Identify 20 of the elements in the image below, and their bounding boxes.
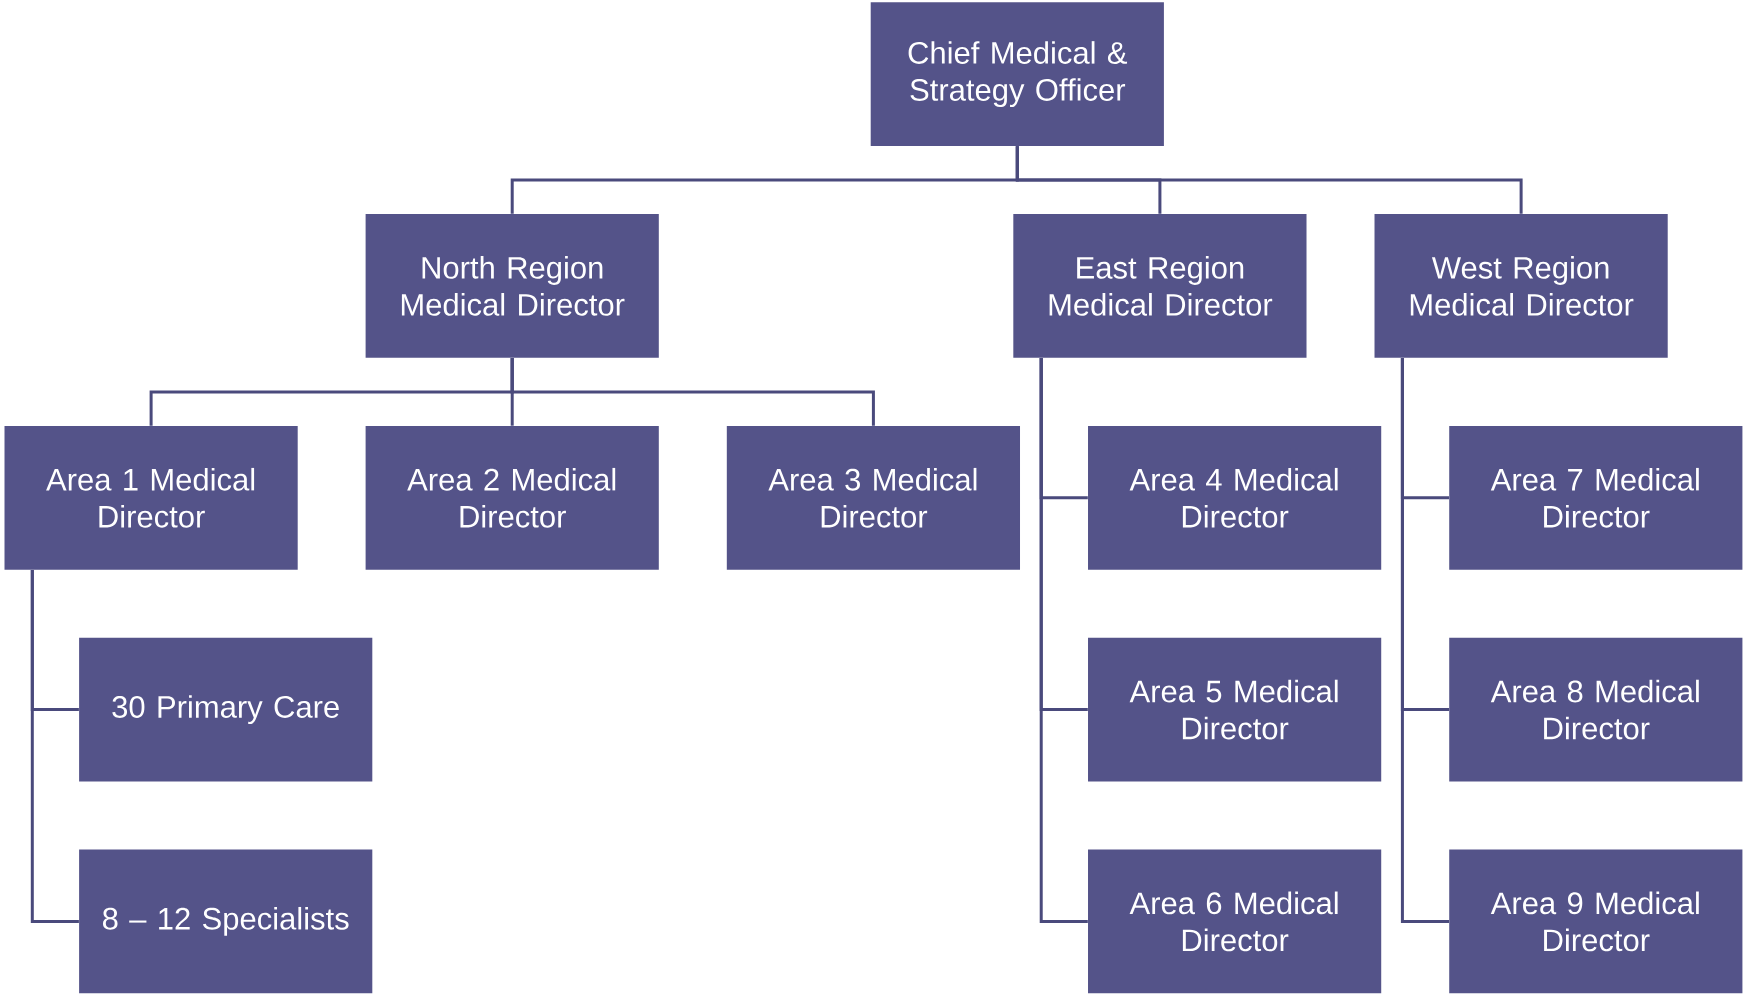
org-box: Area 2 Medical Director [365, 425, 659, 570]
org-box: Area 3 Medical Director [726, 425, 1020, 570]
org-box: East Region Medical Director [1013, 214, 1307, 358]
org-box: 8 – 12 Specialists [79, 849, 373, 994]
org-box: 30 Primary Care [79, 637, 373, 782]
org-box: Area 5 Medical Director [1088, 637, 1382, 782]
connector [510, 358, 875, 426]
org-box: Area 8 Medical Director [1449, 637, 1743, 782]
org-box: Area 7 Medical Director [1449, 425, 1743, 570]
org-box: Chief Medical & Strategy Officer [870, 2, 1164, 146]
org-box: Area 4 Medical Director [1088, 425, 1382, 570]
org-box: Area 6 Medical Director [1088, 849, 1382, 994]
org-box: Area 9 Medical Director [1449, 849, 1743, 994]
connector [1039, 358, 1088, 923]
org-box: Area 1 Medical Director [4, 425, 298, 570]
connector [1400, 358, 1449, 923]
connector [1015, 146, 1523, 214]
org-box: North Region Medical Director [365, 214, 659, 358]
connector [30, 569, 79, 923]
org-box: West Region Medical Director [1374, 214, 1668, 358]
